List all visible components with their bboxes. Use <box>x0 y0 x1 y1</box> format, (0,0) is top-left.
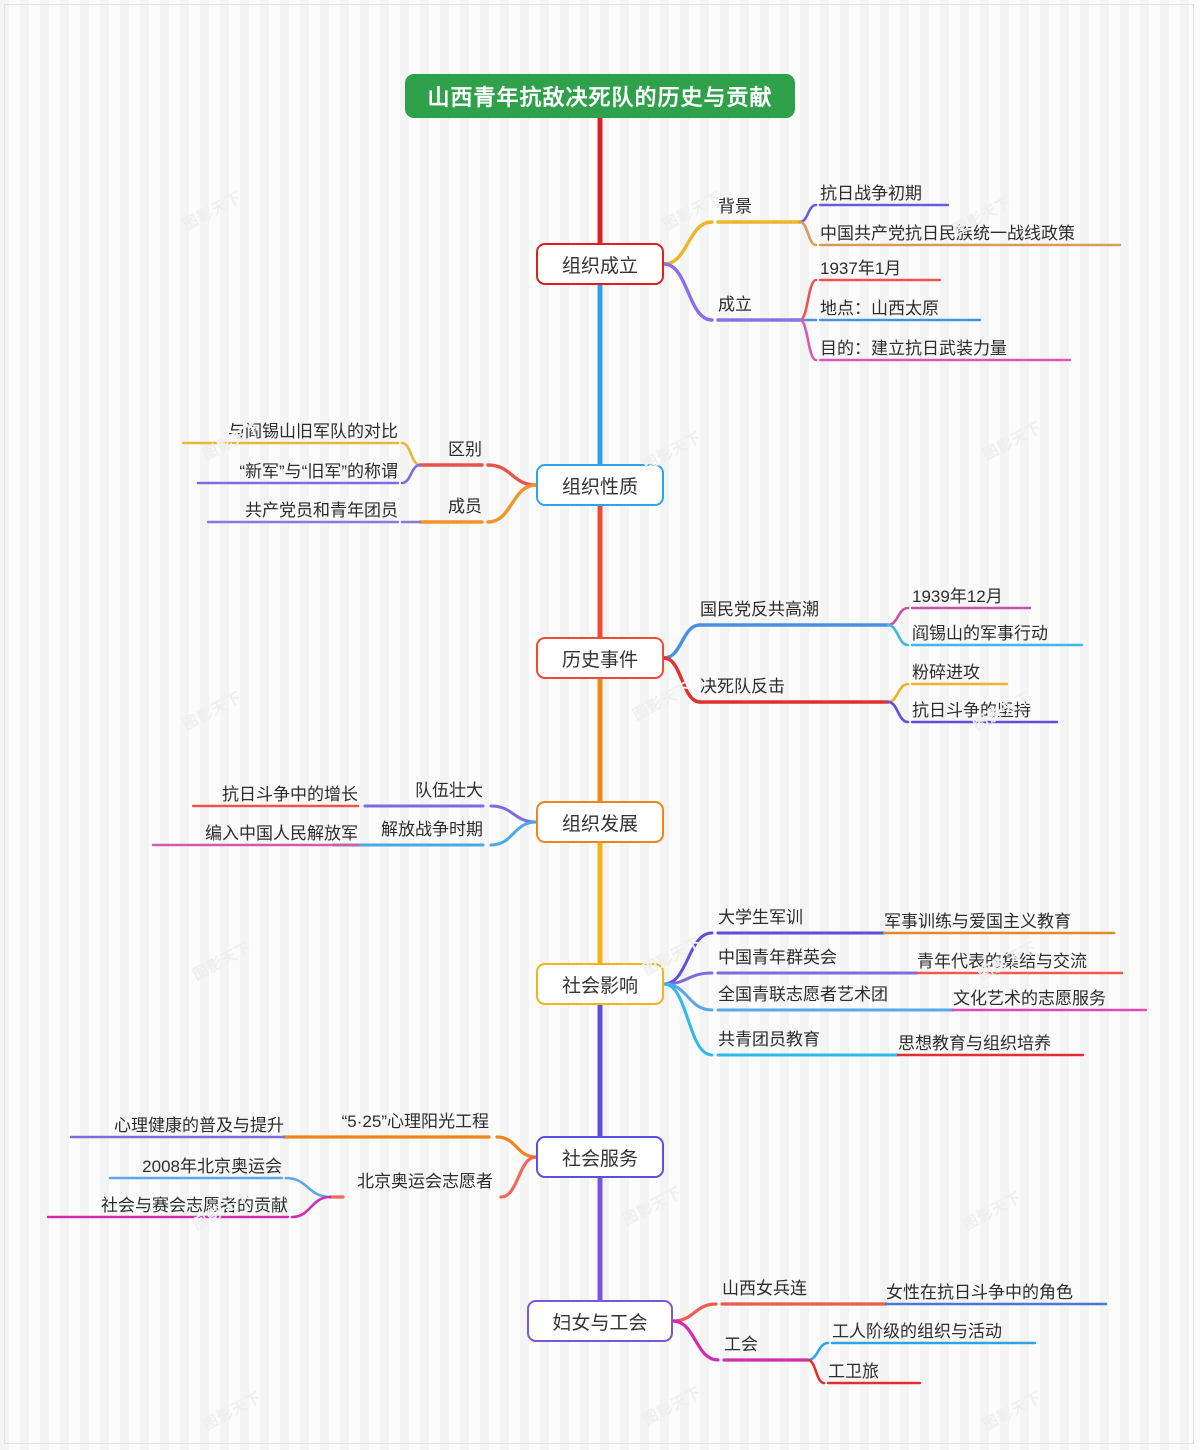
leaf-org-founding-1-1-text: 地点：山西太原 <box>820 299 939 318</box>
subnode-org-development-1[interactable]: 解放战争时期 <box>381 821 483 838</box>
subnode-org-nature-1-text: 成员 <box>448 497 482 516</box>
branch-node-label: 历史事件 <box>561 649 638 671</box>
subnode-history-events-1[interactable]: 决死队反击 <box>700 678 785 695</box>
leaf-women-union-1-1[interactable]: 工卫旅 <box>828 1363 879 1380</box>
leaf-org-founding-1-2-text: 目的：建立抗日武装力量 <box>820 339 1007 358</box>
branch-node-label: 妇女与工会 <box>552 1312 648 1334</box>
subnode-history-events-1-text: 决死队反击 <box>700 677 785 696</box>
leaf-social-service-1-0[interactable]: 2008年北京奥运会 <box>142 1158 282 1175</box>
subnode-org-development-0[interactable]: 队伍壮大 <box>415 782 483 799</box>
leaf-social-impact-1-0[interactable]: 青年代表的集结与交流 <box>917 953 1087 970</box>
leaf-social-service-1-0-text: 2008年北京奥运会 <box>142 1157 282 1176</box>
branch-node-label: 组织成立 <box>561 255 638 277</box>
subnode-org-nature-0[interactable]: 区别 <box>448 441 482 458</box>
branch-node-label: 组织性质 <box>561 476 638 498</box>
leaf-org-founding-0-1[interactable]: 中国共产党抗日民族统一战线政策 <box>820 225 1075 242</box>
subnode-social-service-1[interactable]: 北京奥运会志愿者 <box>357 1173 493 1190</box>
leaf-women-union-0-0-text: 女性在抗日斗争中的角色 <box>886 1283 1073 1302</box>
branch-node-label: 组织发展 <box>561 813 638 835</box>
branch-node-social-service[interactable]: 社会服务 <box>536 1136 664 1178</box>
leaf-social-impact-0-0[interactable]: 军事训练与爱国主义教育 <box>884 913 1071 930</box>
leaf-social-impact-0-0-text: 军事训练与爱国主义教育 <box>884 912 1071 931</box>
subnode-org-nature-1[interactable]: 成员 <box>448 498 482 515</box>
subnode-org-founding-1-text: 成立 <box>718 295 752 314</box>
leaf-social-service-0-0[interactable]: 心理健康的普及与提升 <box>114 1117 284 1134</box>
leaf-org-founding-0-0[interactable]: 抗日战争初期 <box>820 185 922 202</box>
subnode-social-impact-2[interactable]: 全国青联志愿者艺术团 <box>718 986 888 1003</box>
branch-node-social-impact[interactable]: 社会影响 <box>536 963 664 1005</box>
subnode-org-development-1-text: 解放战争时期 <box>381 820 483 839</box>
leaf-women-union-1-0[interactable]: 工人阶级的组织与活动 <box>832 1323 1002 1340</box>
leaf-org-founding-1-1[interactable]: 地点：山西太原 <box>820 300 939 317</box>
subnode-social-impact-0[interactable]: 大学生军训 <box>718 909 803 926</box>
leaf-org-development-1-0[interactable]: 编入中国人民解放军 <box>205 825 358 842</box>
leaf-history-events-0-0[interactable]: 1939年12月 <box>912 588 1003 605</box>
leaf-org-founding-1-0[interactable]: 1937年1月 <box>820 260 901 277</box>
subnode-social-impact-2-text: 全国青联志愿者艺术团 <box>718 985 888 1004</box>
root-node[interactable]: 山西青年抗敌决死队的历史与贡献 <box>405 74 795 118</box>
leaf-history-events-1-1[interactable]: 抗日斗争的坚持 <box>912 702 1031 719</box>
branch-node-org-development[interactable]: 组织发展 <box>536 801 664 843</box>
leaf-social-service-1-1[interactable]: 社会与赛会志愿者的贡献 <box>101 1197 288 1214</box>
leaf-social-impact-1-0-text: 青年代表的集结与交流 <box>917 952 1087 971</box>
subnode-org-founding-0-text: 背景 <box>718 197 752 216</box>
leaf-org-founding-0-1-text: 中国共产党抗日民族统一战线政策 <box>820 224 1075 243</box>
subnode-social-service-1-text: 北京奥运会志愿者 <box>357 1172 493 1191</box>
subnode-social-service-0-text: “5·25”心理阳光工程 <box>341 1112 489 1131</box>
subnode-social-impact-3-text: 共青团员教育 <box>718 1030 820 1049</box>
leaf-org-development-0-0-text: 抗日斗争中的增长 <box>222 785 358 804</box>
leaf-social-impact-2-0-text: 文化艺术的志愿服务 <box>953 989 1106 1008</box>
leaf-history-events-0-0-text: 1939年12月 <box>912 587 1003 606</box>
leaf-social-impact-3-0[interactable]: 思想教育与组织培养 <box>898 1035 1051 1052</box>
leaf-history-events-0-1[interactable]: 阎锡山的军事行动 <box>912 625 1048 642</box>
subnode-history-events-0[interactable]: 国民党反共高潮 <box>700 601 819 618</box>
subnode-social-impact-1-text: 中国青年群英会 <box>718 948 837 967</box>
leaf-social-impact-3-0-text: 思想教育与组织培养 <box>898 1034 1051 1053</box>
leaf-history-events-0-1-text: 阎锡山的军事行动 <box>912 624 1048 643</box>
subnode-women-union-0[interactable]: 山西女兵连 <box>722 1280 807 1297</box>
leaf-social-service-0-0-text: 心理健康的普及与提升 <box>114 1116 284 1135</box>
subnode-social-impact-1[interactable]: 中国青年群英会 <box>718 949 837 966</box>
subnode-social-impact-3[interactable]: 共青团员教育 <box>718 1031 820 1048</box>
leaf-org-development-1-0-text: 编入中国人民解放军 <box>205 824 358 843</box>
leaf-social-service-1-1-text: 社会与赛会志愿者的贡献 <box>101 1196 288 1215</box>
leaf-history-events-1-0-text: 粉碎进攻 <box>912 663 980 682</box>
leaf-org-nature-0-0[interactable]: 与阎锡山旧军队的对比 <box>228 423 398 440</box>
leaf-women-union-1-1-text: 工卫旅 <box>828 1362 879 1381</box>
branch-node-women-union[interactable]: 妇女与工会 <box>527 1300 673 1342</box>
leaf-org-nature-0-0-text: 与阎锡山旧军队的对比 <box>228 422 398 441</box>
branch-node-org-founding[interactable]: 组织成立 <box>536 243 664 285</box>
branch-node-history-events[interactable]: 历史事件 <box>536 637 664 679</box>
subnode-social-impact-0-text: 大学生军训 <box>718 908 803 927</box>
root-node-label: 山西青年抗敌决死队的历史与贡献 <box>427 85 773 110</box>
subnode-social-service-0[interactable]: “5·25”心理阳光工程 <box>342 1113 489 1130</box>
leaf-org-nature-0-1-text: “新军”与“旧军”的称谓 <box>239 462 398 481</box>
leaf-org-nature-1-0[interactable]: 共产党员和青年团员 <box>245 502 398 519</box>
branch-node-label: 社会影响 <box>561 975 638 997</box>
leaf-org-nature-0-1[interactable]: “新军”与“旧军”的称谓 <box>239 463 398 480</box>
leaf-org-founding-0-0-text: 抗日战争初期 <box>820 184 922 203</box>
subnode-women-union-1[interactable]: 工会 <box>724 1336 758 1353</box>
subnode-history-events-0-text: 国民党反共高潮 <box>700 600 819 619</box>
subnode-women-union-1-text: 工会 <box>724 1335 758 1354</box>
subnode-org-development-0-text: 队伍壮大 <box>415 781 483 800</box>
leaf-org-development-0-0[interactable]: 抗日斗争中的增长 <box>222 786 358 803</box>
leaf-history-events-1-1-text: 抗日斗争的坚持 <box>912 701 1031 720</box>
leaf-social-impact-2-0[interactable]: 文化艺术的志愿服务 <box>953 990 1106 1007</box>
branch-node-org-nature[interactable]: 组织性质 <box>536 464 664 506</box>
leaf-women-union-0-0[interactable]: 女性在抗日斗争中的角色 <box>886 1284 1073 1301</box>
subnode-women-union-0-text: 山西女兵连 <box>722 1279 807 1298</box>
subnode-org-nature-0-text: 区别 <box>448 440 482 459</box>
leaf-org-nature-1-0-text: 共产党员和青年团员 <box>245 501 398 520</box>
leaf-org-founding-1-2[interactable]: 目的：建立抗日武装力量 <box>820 340 1007 357</box>
leaf-org-founding-1-0-text: 1937年1月 <box>820 259 902 278</box>
subnode-org-founding-1[interactable]: 成立 <box>718 296 752 313</box>
leaf-history-events-1-0[interactable]: 粉碎进攻 <box>912 664 980 681</box>
leaf-women-union-1-0-text: 工人阶级的组织与活动 <box>832 1322 1002 1341</box>
subnode-org-founding-0[interactable]: 背景 <box>718 198 752 215</box>
branch-node-label: 社会服务 <box>561 1148 638 1170</box>
